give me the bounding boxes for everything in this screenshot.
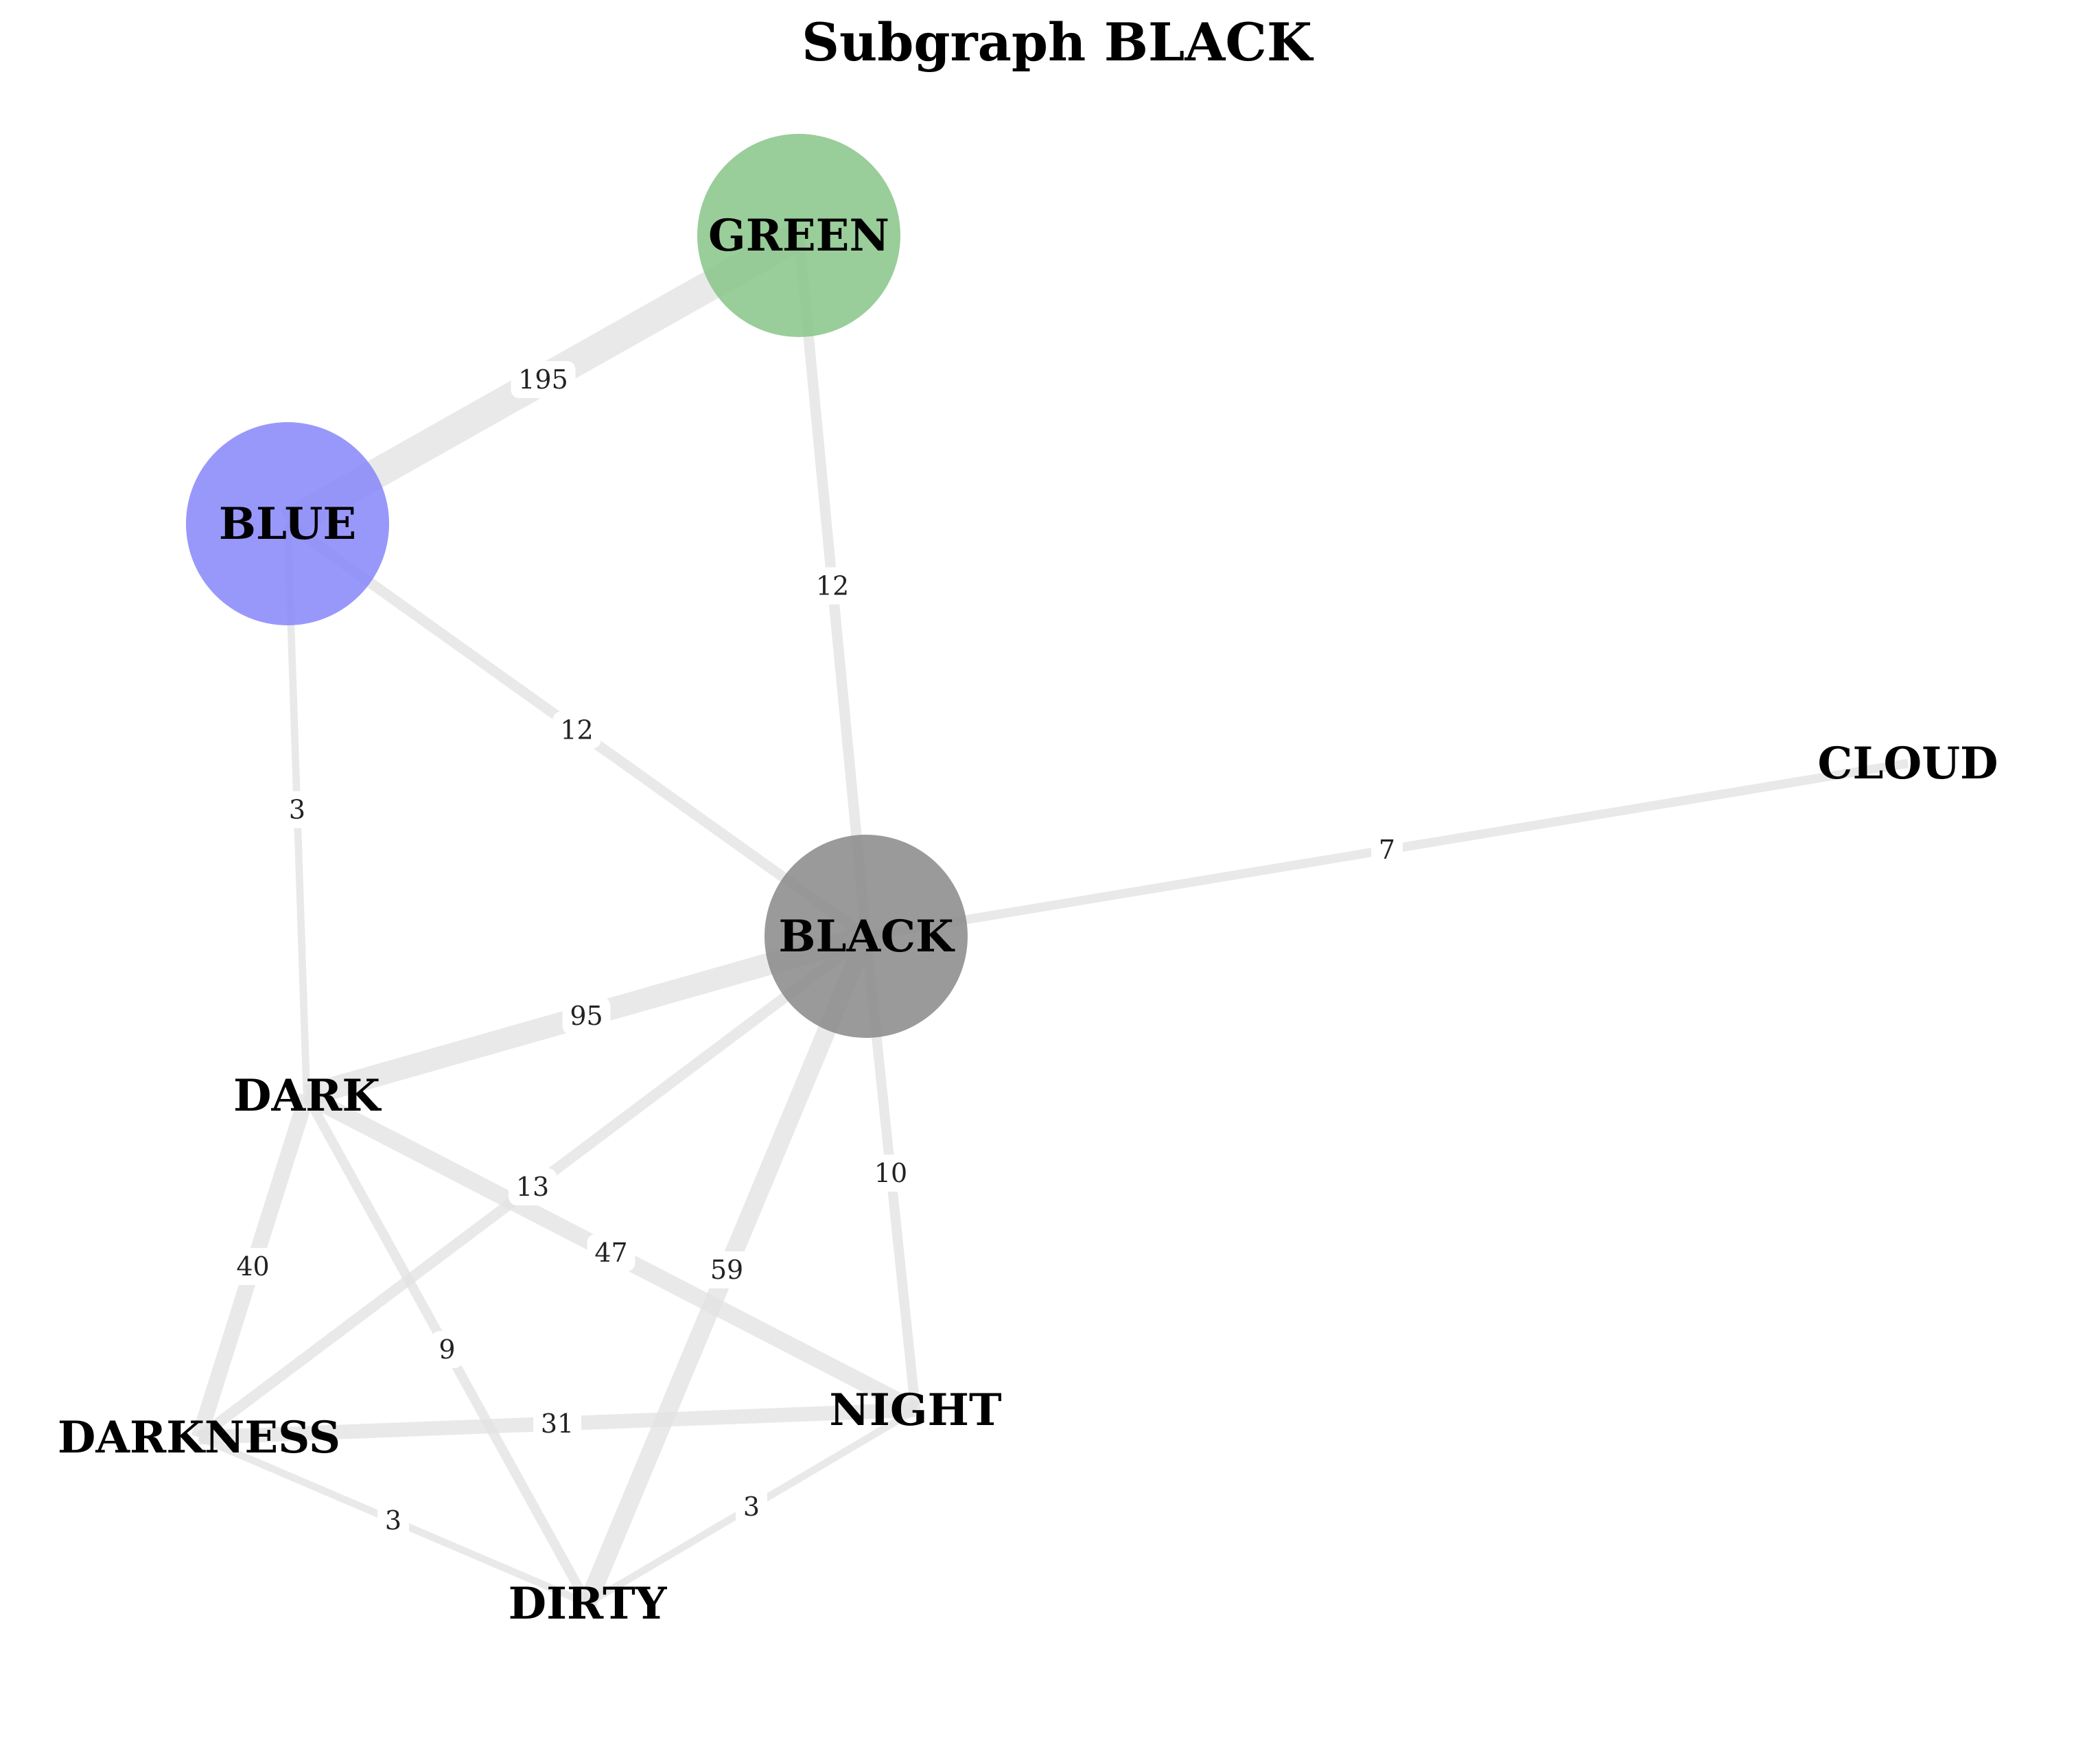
edge-weight-label: 12 (816, 571, 849, 601)
edge-label-background (281, 791, 313, 829)
graph-title: Subgraph BLACK (802, 12, 1314, 73)
node-circle (697, 134, 900, 337)
edge-label-background (533, 1405, 581, 1442)
edge-weight-label: 12 (560, 715, 593, 745)
edge-label-black-dirty: 59 (703, 1251, 751, 1288)
edge-label-black-darkness: 13 (509, 1168, 557, 1205)
node-cloud: CLOUD (1818, 738, 1998, 789)
node-black: BLACK (765, 835, 968, 1038)
edge-label-darkness-night: 31 (533, 1405, 581, 1442)
edge-label-black-dark: 95 (562, 997, 611, 1034)
edge-label-background (552, 711, 601, 749)
node-label: BLACK (778, 911, 955, 962)
edge-weight-label: 3 (289, 795, 305, 825)
node-label: NIGHT (829, 1385, 1001, 1436)
edge-weight-label: 95 (570, 1001, 603, 1031)
node-dark: DARK (233, 1070, 382, 1122)
edge-weight-label: 7 (1379, 835, 1395, 865)
node-blue: BLUE (186, 422, 389, 625)
node-night: NIGHT (829, 1385, 1001, 1436)
edge-label-background (703, 1251, 751, 1288)
edge-weight-label: 40 (236, 1251, 269, 1282)
node-circle (765, 835, 968, 1038)
edge-label-blue-green: 195 (511, 361, 576, 398)
edge-label-background (562, 997, 611, 1034)
edge-weight-label: 13 (516, 1172, 549, 1202)
edges-layer (191, 222, 1909, 1608)
edge-label-background (867, 1155, 915, 1192)
node-circle (186, 422, 389, 625)
edge-label-dark-darkness: 40 (229, 1248, 277, 1285)
edge-labels-layer: 195 12 12 3 7 95 13 59 10 47 40 9 31 3 3 (229, 361, 1403, 1539)
edge-label-green-black: 12 (808, 567, 856, 605)
edge-weight-label: 195 (518, 364, 568, 395)
edge-label-darkness-dirty: 3 (377, 1502, 409, 1539)
node-label: CLOUD (1818, 738, 1998, 789)
edge-label-night-dirty: 3 (736, 1488, 767, 1525)
node-label: DIRTY (509, 1578, 668, 1630)
edge-weight-label: 3 (743, 1492, 760, 1522)
edge-label-background (509, 1168, 557, 1205)
node-label: DARK (233, 1070, 382, 1122)
edge-label-background (736, 1488, 767, 1525)
node-label: BLUE (219, 498, 356, 550)
edge-label-blue-black: 12 (552, 711, 601, 749)
edge-label-blue-dark: 3 (281, 791, 313, 829)
node-darkness: DARKNESS (58, 1412, 340, 1463)
edge-label-background (587, 1234, 635, 1271)
edge-label-black-night: 10 (867, 1155, 915, 1192)
edge-label-background (1371, 831, 1403, 868)
node-dirty: DIRTY (509, 1578, 668, 1630)
node-label: GREEN (708, 210, 889, 262)
edge-label-background (377, 1502, 409, 1539)
edge-label-background (431, 1331, 463, 1368)
node-green: GREEN (697, 134, 900, 337)
edge-weight-label: 47 (594, 1238, 627, 1268)
edge-weight-label: 31 (541, 1409, 574, 1439)
edge-label-dark-dirty: 9 (431, 1331, 463, 1368)
edge-label-dark-night: 47 (587, 1234, 635, 1271)
edge-label-black-cloud: 7 (1371, 831, 1403, 868)
edge-label-background (229, 1248, 277, 1285)
edge-weight-label: 59 (710, 1255, 743, 1285)
edge-weight-label: 3 (385, 1505, 401, 1536)
node-label: DARKNESS (58, 1412, 340, 1463)
edge-label-background (808, 567, 856, 605)
edge-weight-label: 10 (874, 1158, 907, 1188)
edge-label-background (511, 361, 576, 398)
nodes-layer: GREEN BLUE BLACK CLOUD DARK DARKNESS NIGHT DIRT… (58, 134, 1998, 1630)
edge-weight-label: 9 (439, 1334, 455, 1365)
